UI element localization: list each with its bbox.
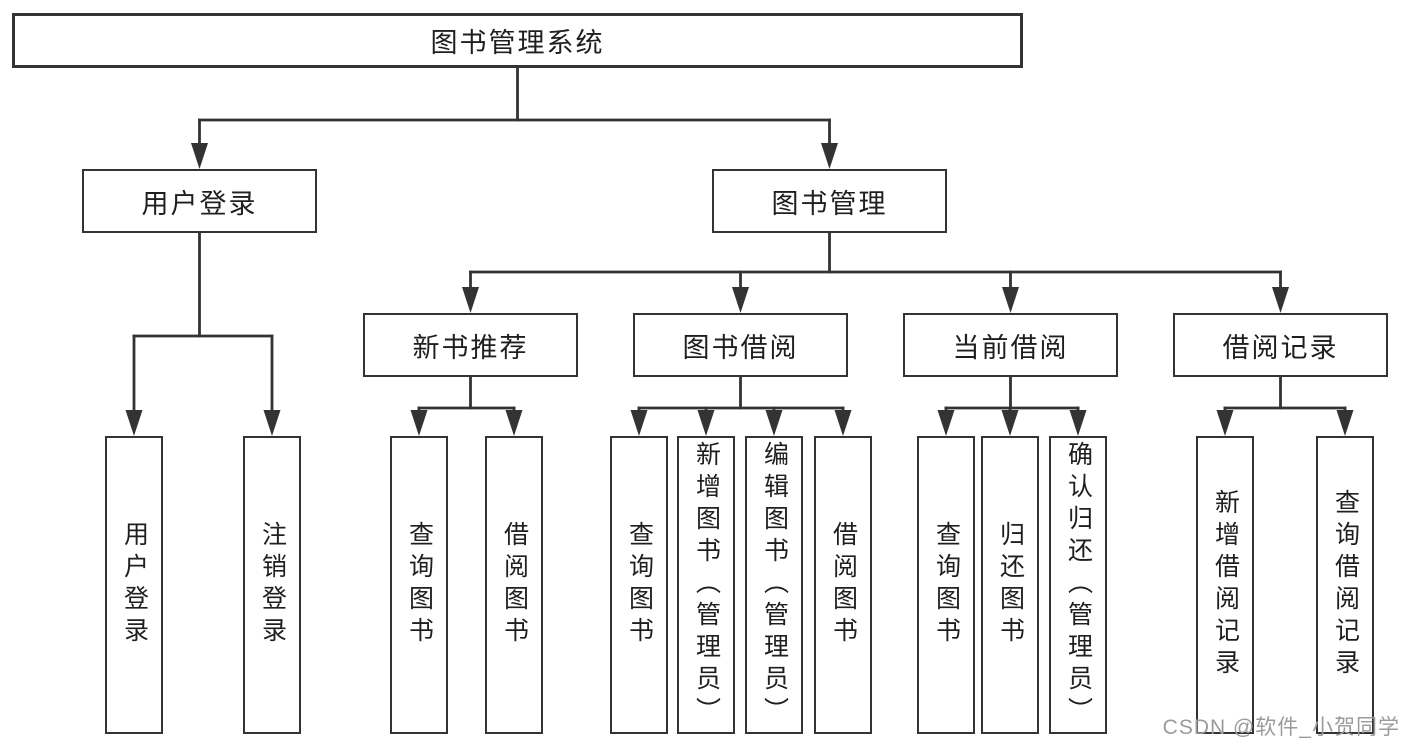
connector-new-book-children (410, 375, 523, 436)
arrowhead (732, 287, 749, 313)
arrowhead (505, 410, 523, 436)
node-new-book-recommend-label: 新书推荐 (412, 332, 529, 363)
arrowhead (1272, 287, 1289, 313)
arrowhead (462, 287, 479, 313)
arrowhead (834, 410, 852, 436)
arrowhead (263, 410, 281, 436)
leaf-confirm-return-admin-label: 确认归还（管理员） (1064, 441, 1093, 729)
node-user-login-label: 用户登录 (141, 188, 258, 219)
leaf-return-book-label: 归还图书 (996, 521, 1025, 649)
leaf-add-book-admin: 新增图书（管理员） (677, 436, 735, 734)
connector-root-to-level2 (191, 66, 838, 169)
leaf-add-borrow-record-label: 新增借阅记录 (1211, 489, 1240, 681)
node-book-borrow-label: 图书借阅 (682, 332, 799, 363)
leaf-borrow-books-2-label: 借阅图书 (829, 521, 858, 649)
connector-book-management-children (462, 232, 1289, 313)
arrowhead (125, 410, 143, 436)
leaf-edit-book-admin: 编辑图书（管理员） (745, 436, 803, 734)
leaf-query-books-3: 查询图书 (917, 436, 975, 734)
leaf-query-books-3-label: 查询图书 (932, 521, 961, 649)
leaf-logout: 注销登录 (243, 436, 301, 734)
connector-book-borrow-children (630, 375, 852, 436)
arrowhead (937, 410, 955, 436)
node-borrow-records-label: 借阅记录 (1222, 332, 1339, 363)
leaf-add-book-admin-label: 新增图书（管理员） (692, 441, 721, 729)
node-root-label: 图书管理系统 (430, 28, 605, 58)
arrowhead (630, 410, 648, 436)
arrowhead (1336, 410, 1354, 436)
arrowhead (191, 143, 208, 169)
leaf-user-login-label: 用户登录 (120, 521, 149, 649)
leaf-logout-label: 注销登录 (258, 521, 287, 649)
node-user-login: 用户登录 (82, 169, 317, 233)
node-current-borrow: 当前借阅 (903, 313, 1118, 377)
leaf-edit-book-admin-label: 编辑图书（管理员） (760, 441, 789, 729)
arrowhead (410, 410, 428, 436)
leaf-query-books-1-label: 查询图书 (405, 521, 434, 649)
leaf-query-books-2-label: 查询图书 (625, 521, 654, 649)
leaf-query-books-2: 查询图书 (610, 436, 668, 734)
leaf-confirm-return-admin: 确认归还（管理员） (1049, 436, 1107, 734)
node-book-management-label: 图书管理 (771, 188, 888, 219)
leaf-query-borrow-record-label: 查询借阅记录 (1331, 489, 1360, 681)
leaf-borrow-books-2: 借阅图书 (814, 436, 872, 734)
node-new-book-recommend: 新书推荐 (363, 313, 578, 377)
node-current-borrow-label: 当前借阅 (952, 332, 1069, 363)
leaf-return-book: 归还图书 (981, 436, 1039, 734)
arrowhead (1069, 410, 1087, 436)
node-book-management: 图书管理 (712, 169, 947, 233)
csdn-watermark: CSDN @软件_小贺同学 (1162, 716, 1400, 739)
connector-borrow-records-children (1216, 375, 1354, 436)
node-root: 图书管理系统 (12, 13, 1023, 68)
arrowhead (765, 410, 783, 436)
leaf-borrow-books-1: 借阅图书 (485, 436, 543, 734)
arrowhead (1216, 410, 1234, 436)
arrowhead (821, 143, 838, 169)
connector-current-borrow-children (937, 375, 1087, 436)
arrowhead (697, 410, 715, 436)
arrowhead (1001, 410, 1019, 436)
node-borrow-records: 借阅记录 (1173, 313, 1388, 377)
arrowhead (1002, 287, 1019, 313)
leaf-query-borrow-record: 查询借阅记录 (1316, 436, 1374, 734)
leaf-add-borrow-record: 新增借阅记录 (1196, 436, 1254, 734)
connector-user-login-children (125, 231, 281, 436)
node-book-borrow: 图书借阅 (633, 313, 848, 377)
leaf-query-books-1: 查询图书 (390, 436, 448, 734)
leaf-borrow-books-1-label: 借阅图书 (500, 521, 529, 649)
leaf-user-login: 用户登录 (105, 436, 163, 734)
